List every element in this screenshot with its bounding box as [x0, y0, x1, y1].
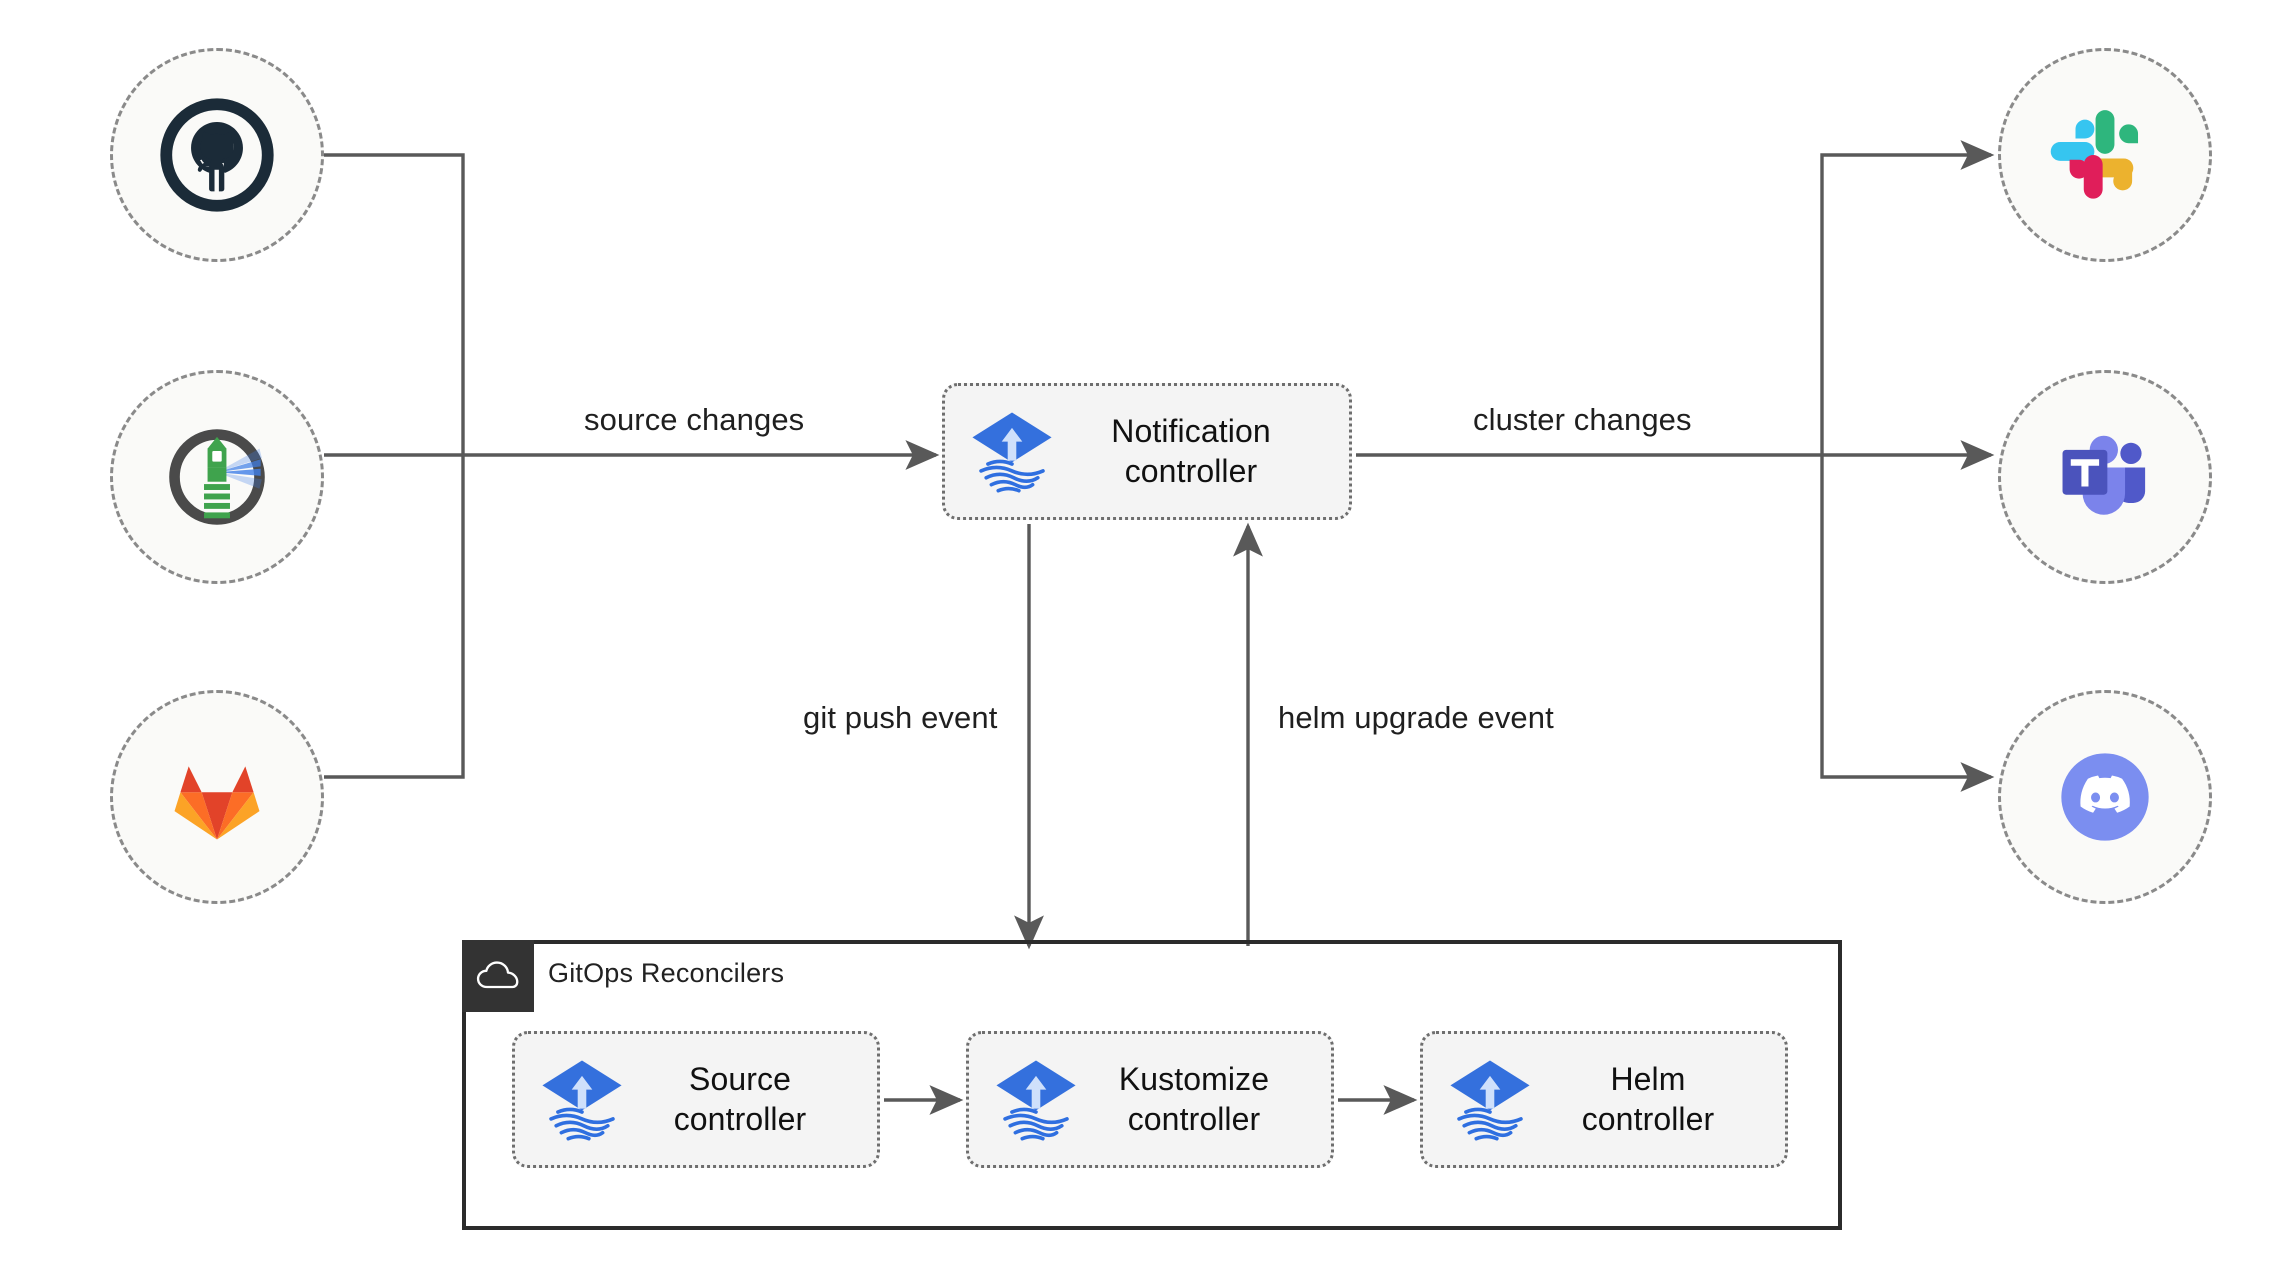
- source-node-harbor[interactable]: [110, 370, 324, 584]
- source-controller-node[interactable]: Source controller: [512, 1031, 880, 1168]
- source-node-github[interactable]: [110, 48, 324, 262]
- gitops-reconcilers-group: [462, 940, 1842, 1230]
- gitops-reconcilers-title: GitOps Reconcilers: [548, 958, 785, 988]
- source-controller-label: Source controller: [673, 1061, 807, 1137]
- edge-label-cluster-changes: cluster changes: [1473, 402, 1692, 437]
- helm-controller-label: Helm controller: [1581, 1061, 1715, 1137]
- source-node-gitlab[interactable]: [110, 690, 324, 904]
- kustomize-controller-node[interactable]: Kustomize controller: [966, 1031, 1334, 1168]
- edge-label-helm-upgrade-event: helm upgrade event: [1278, 700, 1554, 735]
- gitops-reconcilers-tab: [462, 940, 534, 1012]
- target-node-discord[interactable]: [1998, 690, 2212, 904]
- edge-gitlab-to-bus: [324, 455, 465, 779]
- notification-controller-label: Notification controller: [1111, 413, 1271, 489]
- flux-icon: [542, 1059, 622, 1141]
- edge-github-to-bus: [324, 153, 465, 455]
- github-icon: [160, 98, 274, 212]
- flux-icon: [1450, 1059, 1530, 1141]
- helm-controller-node[interactable]: Helm controller: [1420, 1031, 1788, 1168]
- flux-icon: [996, 1059, 1076, 1141]
- slack-icon: [2050, 110, 2139, 199]
- discord-icon: [2061, 753, 2149, 841]
- target-node-slack[interactable]: [1998, 48, 2212, 262]
- microsoft-teams-icon: [2062, 435, 2146, 515]
- gitlab-icon: [174, 766, 260, 840]
- edge-label-git-push-event: git push event: [803, 700, 998, 735]
- notification-controller-node[interactable]: Notification controller: [942, 383, 1352, 520]
- flux-icon: [972, 411, 1052, 493]
- edge-notification-to-slack: [1820, 140, 1995, 455]
- target-node-teams[interactable]: [1998, 370, 2212, 584]
- edge-notification-to-discord: [1820, 455, 1995, 792]
- harbor-icon: [169, 429, 265, 525]
- kustomize-controller-label: Kustomize controller: [1118, 1061, 1270, 1137]
- cloud-icon: [476, 961, 519, 989]
- edge-label-source-changes: source changes: [584, 402, 805, 437]
